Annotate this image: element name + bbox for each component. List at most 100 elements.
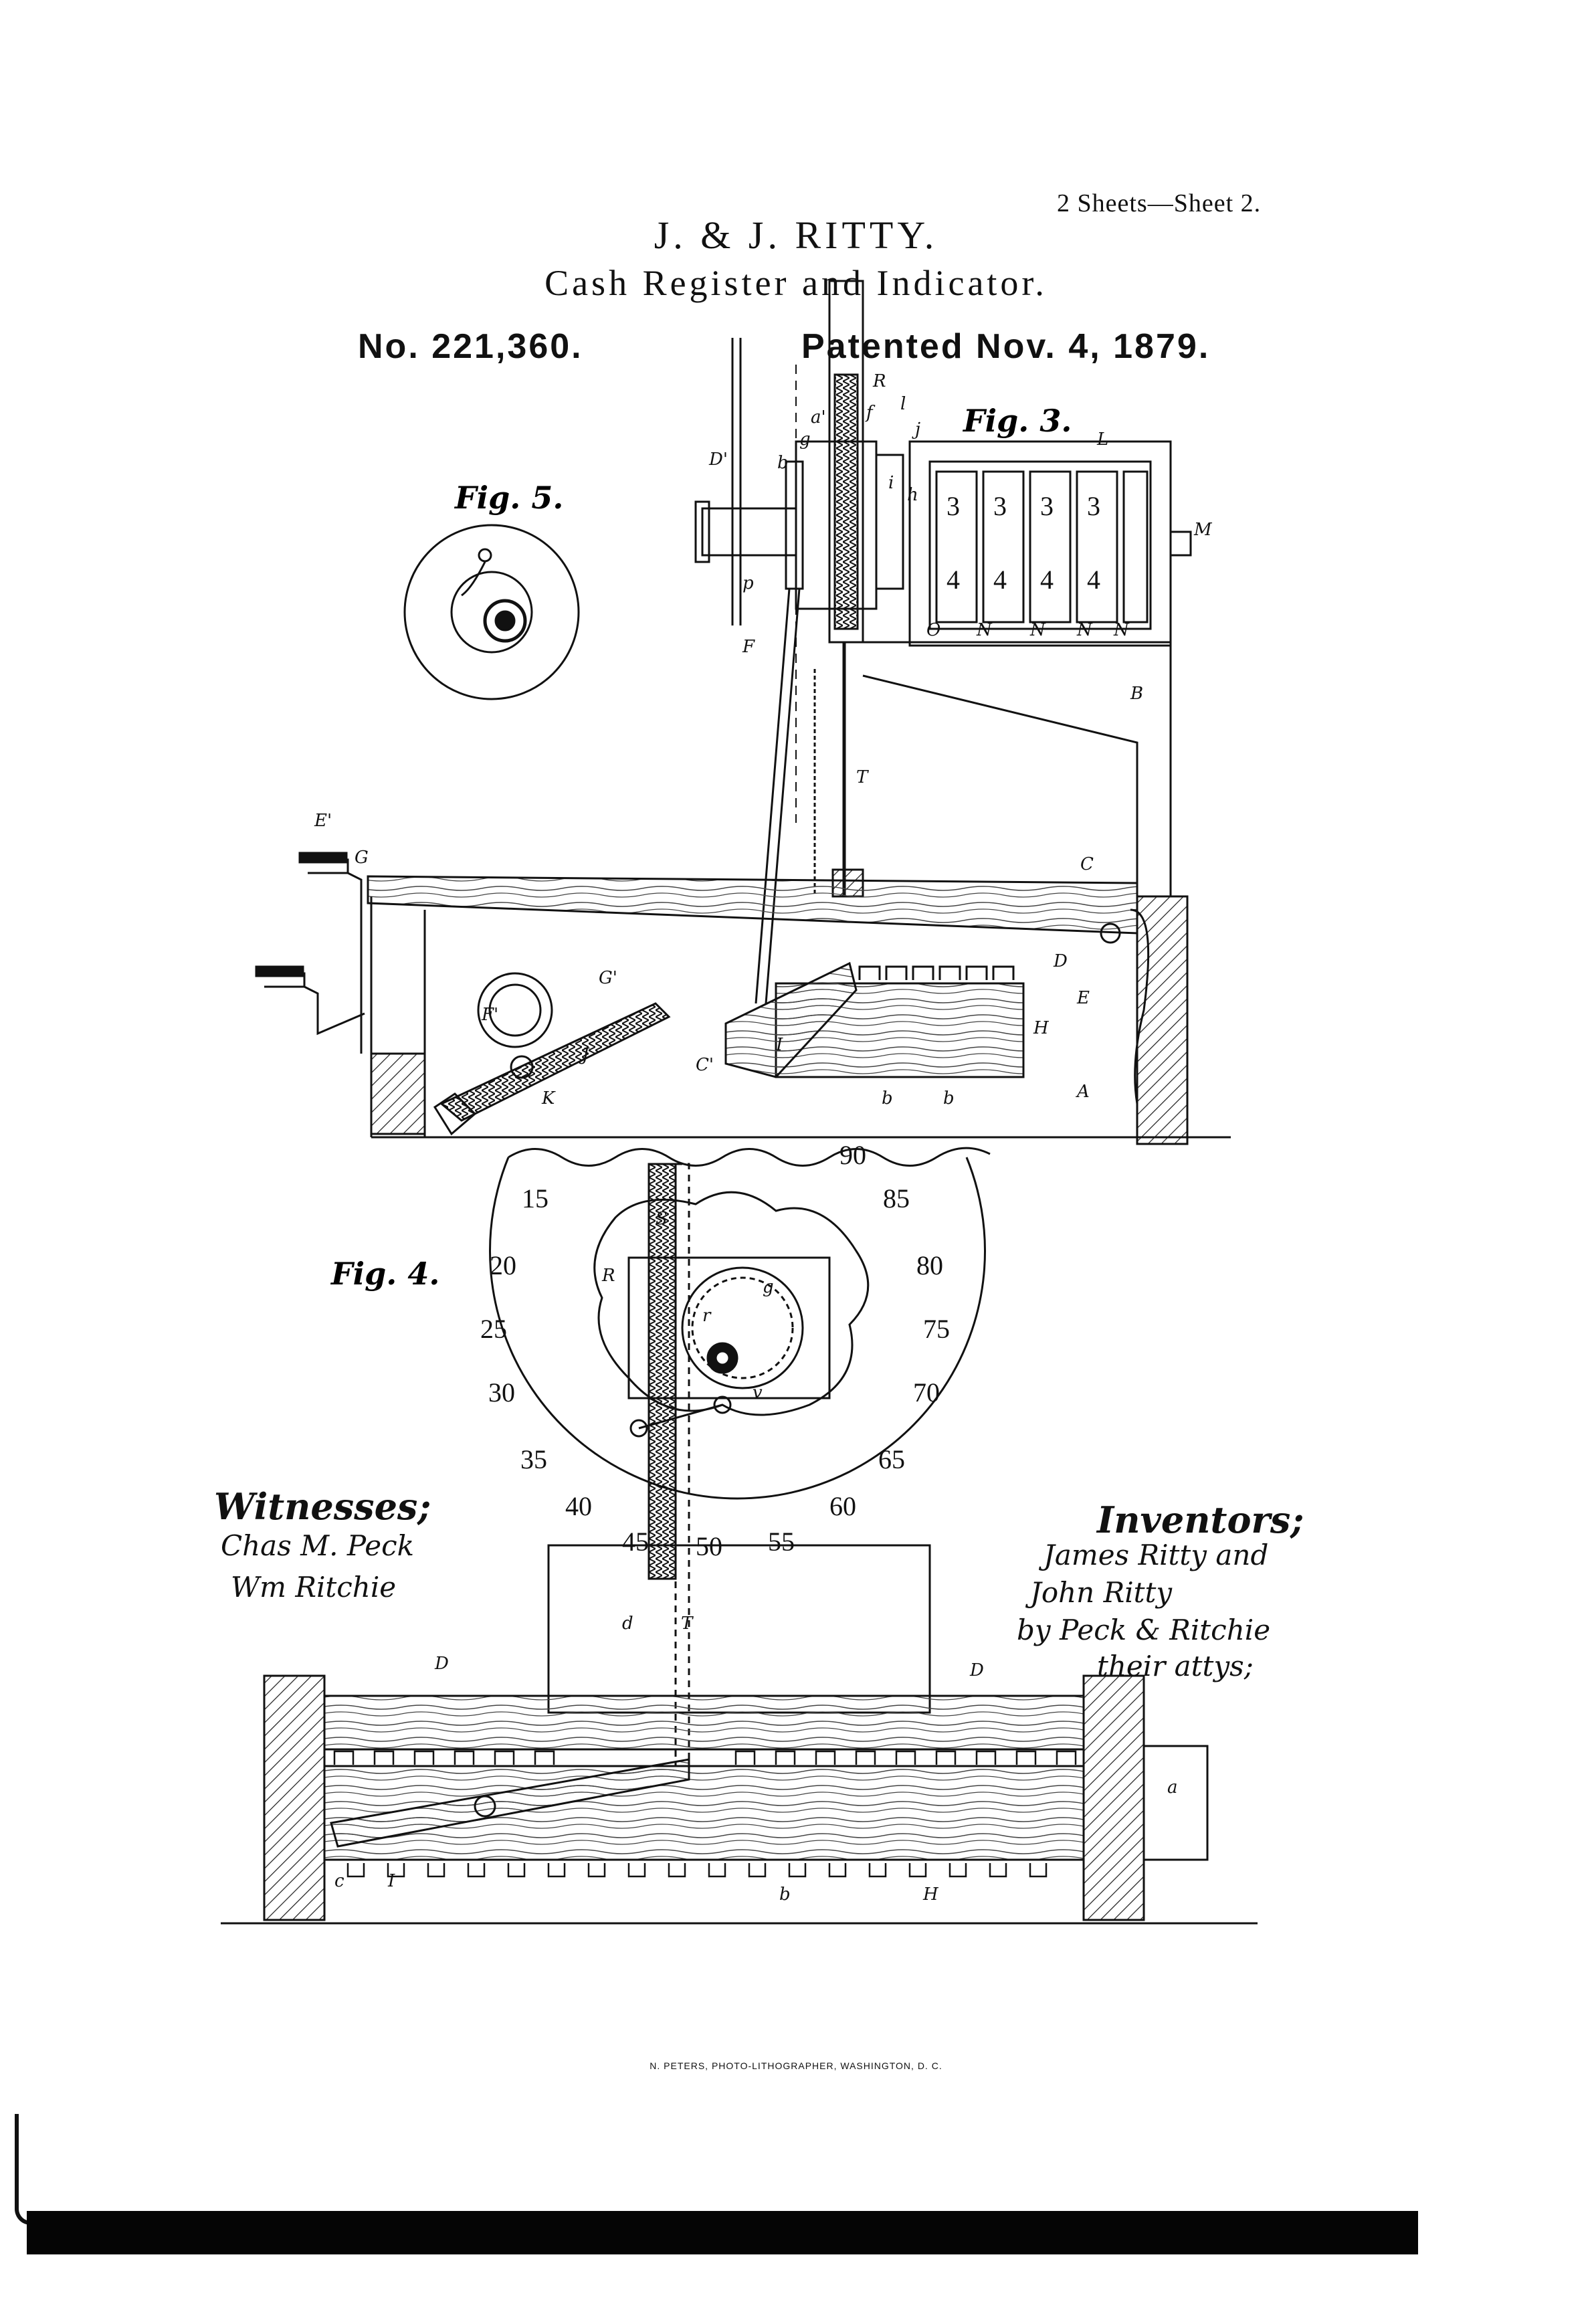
svg-text:b: b <box>779 1884 791 1905</box>
svg-text:F': F' <box>481 1005 498 1025</box>
fig3-label: Fig. 3. <box>962 403 1072 439</box>
svg-text:E: E <box>1076 988 1090 1008</box>
svg-text:d: d <box>622 1614 633 1634</box>
svg-text:i: i <box>888 473 894 493</box>
svg-text:I: I <box>775 1035 783 1055</box>
svg-text:v: v <box>753 1383 763 1403</box>
page-edge-curve <box>15 2114 39 2225</box>
inventor-attorneys: by Peck & Ritchie <box>1017 1614 1271 1646</box>
svg-text:B: B <box>1130 684 1143 704</box>
svg-text:S: S <box>656 1209 668 1229</box>
svg-text:J: J <box>579 1045 590 1065</box>
svg-text:R: R <box>872 371 886 391</box>
svg-text:D: D <box>434 1654 449 1674</box>
dial-15: 15 <box>522 1183 549 1214</box>
dial-85: 85 <box>883 1183 910 1214</box>
witnesses-title: Witnesses; <box>214 1485 431 1528</box>
svg-text:4: 4 <box>1087 565 1100 595</box>
inventors-title: Inventors; <box>1097 1498 1304 1541</box>
svg-text:M: M <box>1193 520 1213 540</box>
dial-55: 55 <box>768 1527 795 1557</box>
svg-text:N: N <box>1113 620 1130 640</box>
patent-title: J. & J. RITTY. <box>654 213 938 257</box>
svg-text:D: D <box>969 1660 984 1680</box>
svg-text:a': a' <box>811 407 826 427</box>
svg-text:r: r <box>702 1306 712 1326</box>
witness-signature-2: Wm Ritchie <box>231 1571 397 1604</box>
svg-text:N: N <box>1029 620 1046 640</box>
svg-text:a: a <box>1167 1777 1178 1798</box>
svg-text:K: K <box>541 1088 556 1108</box>
svg-text:D: D <box>1053 951 1068 971</box>
cabinet-front-view <box>221 1674 1258 1925</box>
svg-text:3: 3 <box>993 491 1007 521</box>
svg-text:g: g <box>763 1277 774 1297</box>
svg-text:L: L <box>1096 429 1108 450</box>
svg-text:b: b <box>943 1088 955 1108</box>
dial-90: 90 <box>839 1140 866 1170</box>
reference-letters: D' R a' l f j L b g i h M p F O N N N N … <box>314 371 1213 1905</box>
svg-text:h: h <box>907 485 918 505</box>
svg-text:b: b <box>777 453 789 473</box>
svg-text:G: G <box>355 848 369 868</box>
svg-text:C': C' <box>696 1055 714 1075</box>
svg-text:O: O <box>926 620 940 640</box>
inventor-signature-2: John Ritty <box>1030 1576 1173 1609</box>
svg-text:3: 3 <box>1040 491 1054 521</box>
svg-text:C: C <box>1080 854 1094 874</box>
dial-80: 80 <box>916 1250 943 1280</box>
dial-65: 65 <box>878 1444 905 1474</box>
svg-text:b: b <box>882 1088 893 1108</box>
dial-45: 45 <box>622 1527 649 1557</box>
svg-text:E': E' <box>314 811 332 831</box>
svg-text:g: g <box>799 429 811 450</box>
svg-text:3: 3 <box>947 491 960 521</box>
dial-75: 75 <box>923 1314 950 1344</box>
svg-text:G': G' <box>599 968 617 988</box>
dial-50: 50 <box>696 1531 722 1561</box>
dial-40: 40 <box>565 1491 592 1521</box>
register-digits: 3 4 3 4 3 4 3 4 <box>947 491 1100 595</box>
dial-numbers: 15 20 25 30 35 40 45 50 55 60 65 70 75 8… <box>480 1140 950 1561</box>
svg-text:l: l <box>900 394 906 414</box>
sheet-note: 2 Sheets—Sheet 2. <box>1057 189 1262 217</box>
dial-70: 70 <box>913 1377 940 1408</box>
dial-20: 20 <box>490 1250 516 1280</box>
svg-text:T: T <box>681 1614 694 1634</box>
inventor-attorneys-note: their attys; <box>1097 1650 1254 1682</box>
figure-4 <box>489 1147 991 1767</box>
svg-text:4: 4 <box>947 565 960 595</box>
cabinet-side-view <box>255 852 1231 1145</box>
svg-text:3: 3 <box>1087 491 1100 521</box>
svg-text:N: N <box>1076 620 1093 640</box>
svg-text:4: 4 <box>1040 565 1054 595</box>
figure-3 <box>694 280 1192 1004</box>
svg-text:f: f <box>865 403 876 423</box>
dial-25: 25 <box>480 1314 507 1344</box>
svg-text:c: c <box>334 1871 344 1891</box>
dial-35: 35 <box>520 1444 547 1474</box>
svg-text:F: F <box>742 637 755 657</box>
svg-text:D': D' <box>708 450 728 470</box>
patent-subtitle: Cash Register and Indicator. <box>544 263 1048 303</box>
svg-text:H: H <box>1033 1018 1050 1038</box>
fig5-label: Fig. 5. <box>454 480 563 516</box>
scan-edge-bar <box>27 2211 1418 2254</box>
dial-30: 30 <box>488 1377 515 1408</box>
patent-number: No. 221,360. <box>358 327 583 366</box>
fig4-label: Fig. 4. <box>330 1256 439 1292</box>
inventor-signature-1: James Ritty and <box>1043 1539 1269 1571</box>
svg-text:I: I <box>387 1871 395 1891</box>
svg-text:p: p <box>742 573 754 593</box>
dial-60: 60 <box>829 1491 856 1521</box>
svg-text:A: A <box>1076 1082 1090 1102</box>
witness-signature-1: Chas M. Peck <box>221 1529 415 1562</box>
svg-text:j: j <box>912 419 920 440</box>
printer-credit: N. PETERS, PHOTO-LITHOGRAPHER, WASHINGTO… <box>650 2060 942 2071</box>
patent-date: Patented Nov. 4, 1879. <box>801 327 1211 366</box>
svg-text:H: H <box>922 1884 939 1905</box>
svg-text:4: 4 <box>993 565 1007 595</box>
svg-text:R: R <box>601 1266 615 1286</box>
svg-text:N: N <box>976 620 993 640</box>
